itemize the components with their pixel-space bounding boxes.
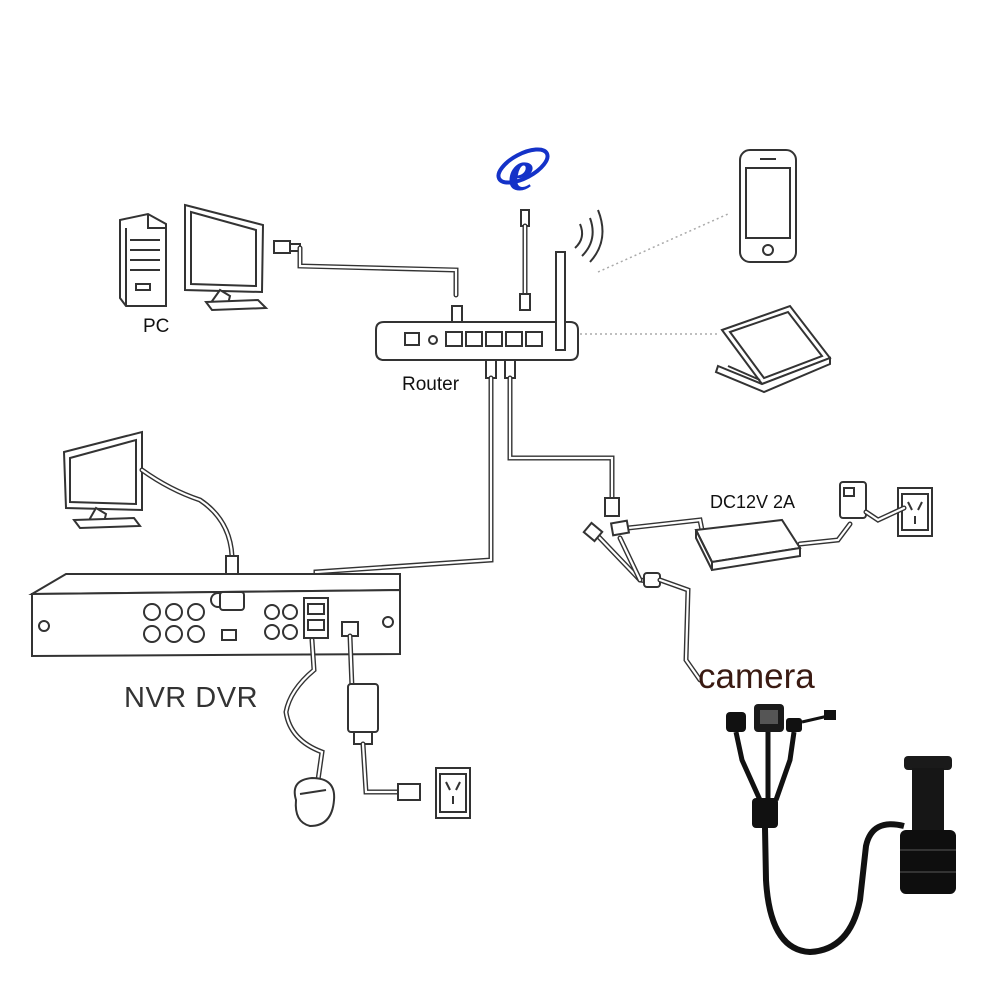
- camera-label: camera: [698, 657, 815, 696]
- laptop-icon: [714, 304, 832, 394]
- pc-network-plug: [273, 240, 301, 254]
- power-supply-label: DC12V 2A: [710, 492, 796, 512]
- router-label: Router: [402, 374, 460, 395]
- power-splitter-cable: [582, 517, 705, 683]
- pc-monitor: [184, 203, 269, 312]
- wall-outlet-camera: [863, 487, 933, 537]
- internet-cable: [519, 209, 531, 311]
- cable-pc-router: [297, 245, 459, 298]
- pc-label: PC: [143, 316, 170, 337]
- router-device: [375, 251, 579, 361]
- cable-monitor-nvr: [139, 467, 235, 559]
- pc-tower: [119, 212, 167, 307]
- nvr-power-adapter: [347, 683, 421, 801]
- cable-router-camera: [507, 375, 615, 503]
- dc12v-power-adapter: [694, 481, 867, 572]
- cable-nvr-mouse: [283, 637, 325, 783]
- nvr-dvr-label: NVR DVR: [124, 682, 259, 714]
- nvr-monitor: [62, 430, 143, 530]
- wall-outlet-nvr: [435, 767, 471, 819]
- camera-product: [726, 704, 956, 956]
- cable-router-nvr: [313, 375, 494, 599]
- wifi-signal-icon: [574, 209, 604, 263]
- nvr-dvr-recorder: [28, 573, 401, 658]
- internet-explorer-icon: e: [496, 138, 550, 203]
- mouse-icon: [293, 776, 336, 828]
- svg-text:e: e: [508, 138, 534, 203]
- smartphone-icon: [739, 149, 797, 263]
